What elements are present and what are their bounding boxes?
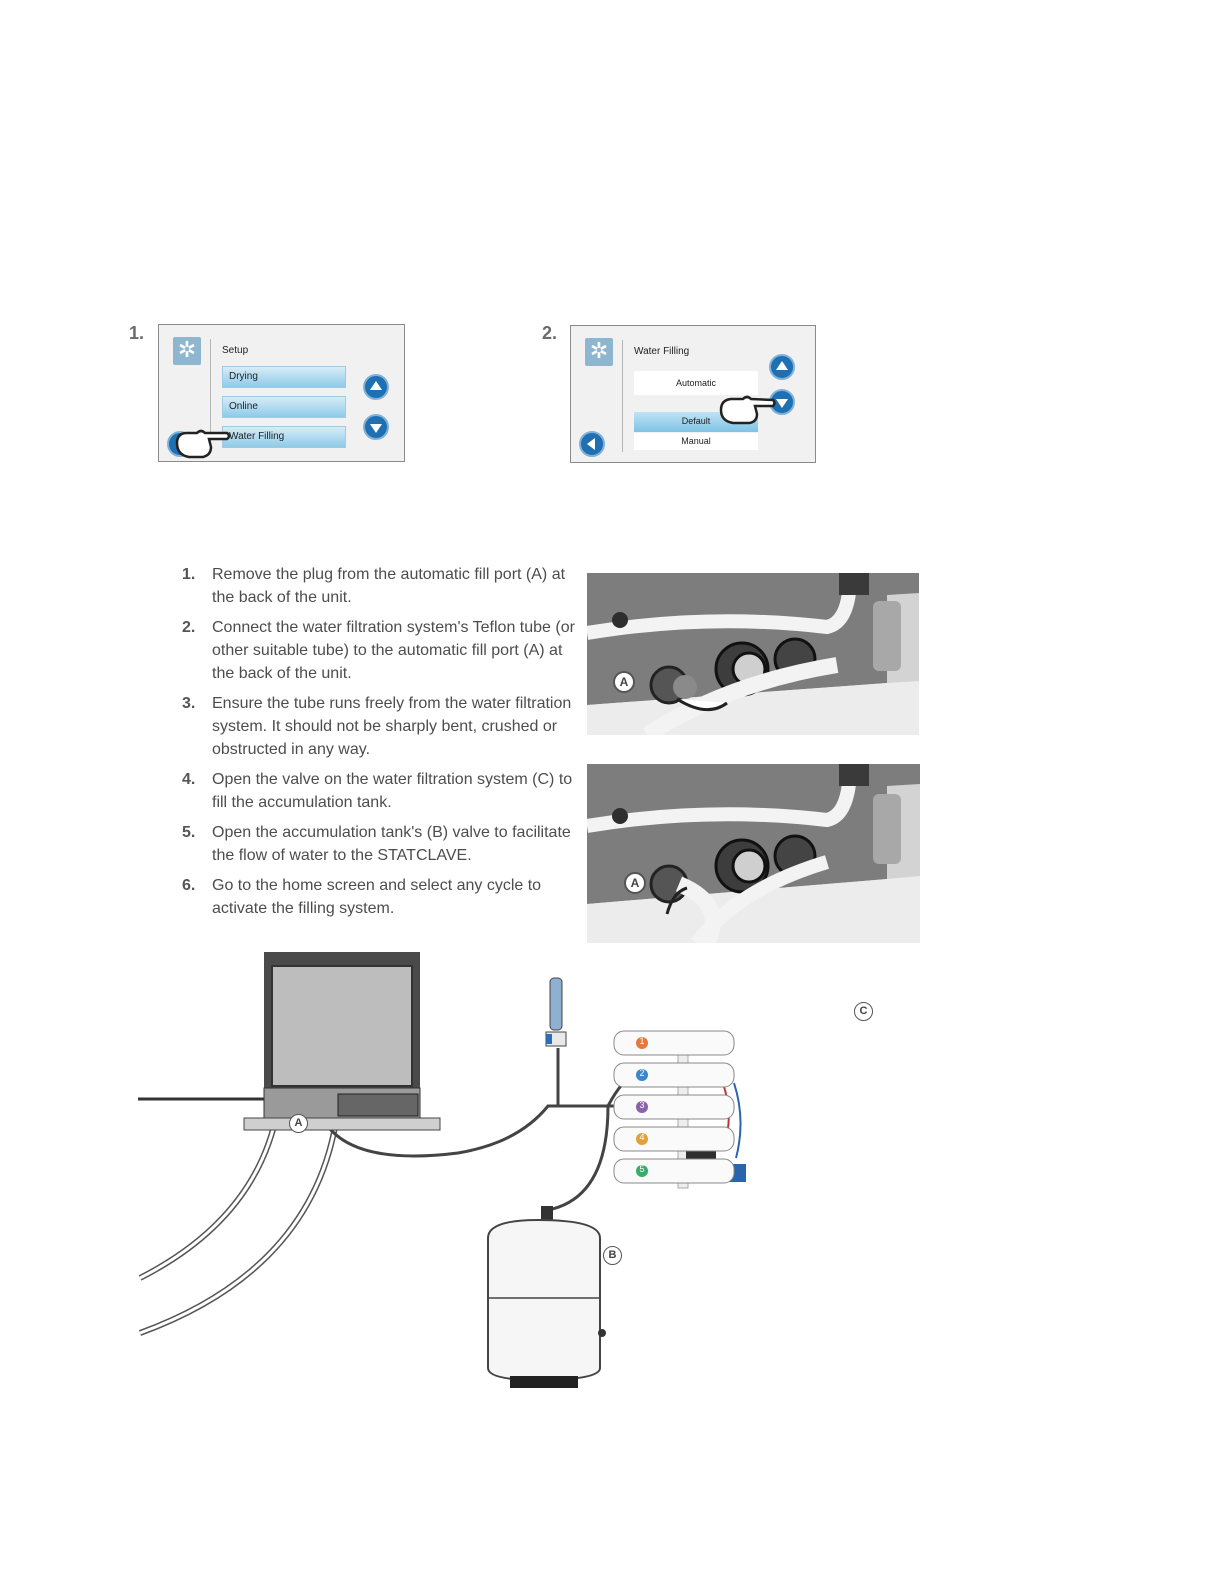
panel-title: Water Filling: [634, 346, 690, 357]
instruction-steps: 1. Remove the plug from the automatic fil…: [182, 563, 582, 927]
step-text: Ensure the tube runs freely from the wat…: [212, 695, 572, 758]
step-text: Go to the home screen and select any cyc…: [212, 877, 542, 917]
step-number: 1.: [182, 566, 196, 583]
callout-b: B: [603, 1246, 622, 1265]
step-5: 5. Open the accumulation tank's (B) valve…: [182, 821, 582, 867]
filter-stage-number: 1: [639, 1036, 645, 1046]
step-6: 6. Go to the home screen and select any c…: [182, 874, 582, 920]
step-text: Open the accumulation tank's (B) valve t…: [212, 824, 571, 864]
panel-title: Setup: [222, 345, 249, 356]
callout-c: C: [854, 1002, 873, 1021]
filter-cartridge: 2: [610, 1060, 740, 1095]
filter-stage-number: 4: [639, 1132, 645, 1142]
gear-icon: ✲: [585, 338, 613, 366]
step-number: 3.: [182, 695, 196, 712]
menu-item-water-filling[interactable]: Water Filling: [222, 426, 346, 448]
fill-port-plug-illustration: A: [587, 573, 919, 735]
pointing-hand-icon: [175, 429, 231, 459]
step-4: 4. Open the valve on the water filtration…: [182, 768, 582, 814]
filter-cartridge: 5: [610, 1156, 740, 1191]
step-text: Remove the plug from the automatic fill …: [212, 566, 566, 606]
step-text: Open the valve on the water filtration s…: [212, 771, 573, 811]
arrow-down-icon[interactable]: [769, 389, 795, 415]
arrow-up-icon[interactable]: [363, 374, 389, 400]
filter-stage-number: 3: [639, 1100, 645, 1110]
arrow-down-icon[interactable]: [363, 414, 389, 440]
option-manual[interactable]: Manual: [634, 433, 758, 450]
panel-divider: [622, 340, 623, 452]
arrow-left-icon[interactable]: [579, 431, 605, 457]
callout-a: A: [289, 1114, 308, 1133]
callout-a: A: [624, 872, 646, 894]
figure-1-number: 1.: [129, 323, 145, 343]
pointing-hand-icon: [719, 395, 776, 425]
menu-item-online[interactable]: Online: [222, 396, 346, 418]
step-text: Connect the water filtration system's Te…: [212, 619, 575, 682]
filter-cartridge: 1: [610, 1028, 740, 1063]
callout-a: A: [613, 671, 635, 693]
filter-cartridge: 4: [610, 1124, 740, 1159]
figure-2-number: 2.: [542, 323, 558, 343]
step-1: 1. Remove the plug from the automatic fil…: [182, 563, 582, 609]
filter-stage-number: 2: [639, 1068, 645, 1078]
menu-item-drying[interactable]: Drying: [222, 366, 346, 388]
step-2: 2. Connect the water filtration system's …: [182, 616, 582, 685]
water-filtration-connection-diagram: 1 2 3 4 5 A B C: [138, 948, 888, 1393]
fill-port-tube-illustration: A: [587, 764, 920, 943]
setup-screen-panel: ✲ Setup Drying Online Water Filling: [158, 324, 405, 462]
filter-cartridge: 3: [610, 1092, 740, 1127]
panel-divider: [210, 339, 211, 451]
step-number: 5.: [182, 824, 196, 841]
step-number: 2.: [182, 619, 196, 636]
arrow-up-icon[interactable]: [769, 354, 795, 380]
option-automatic[interactable]: Automatic: [634, 371, 758, 395]
filter-stage-number: 5: [639, 1164, 645, 1174]
step-3: 3. Ensure the tube runs freely from the w…: [182, 692, 582, 761]
water-filling-screen-panel: ✲ Water Filling Automatic Default Manual: [570, 325, 816, 463]
step-number: 6.: [182, 877, 196, 894]
gear-icon: ✲: [173, 337, 201, 365]
step-number: 4.: [182, 771, 196, 788]
